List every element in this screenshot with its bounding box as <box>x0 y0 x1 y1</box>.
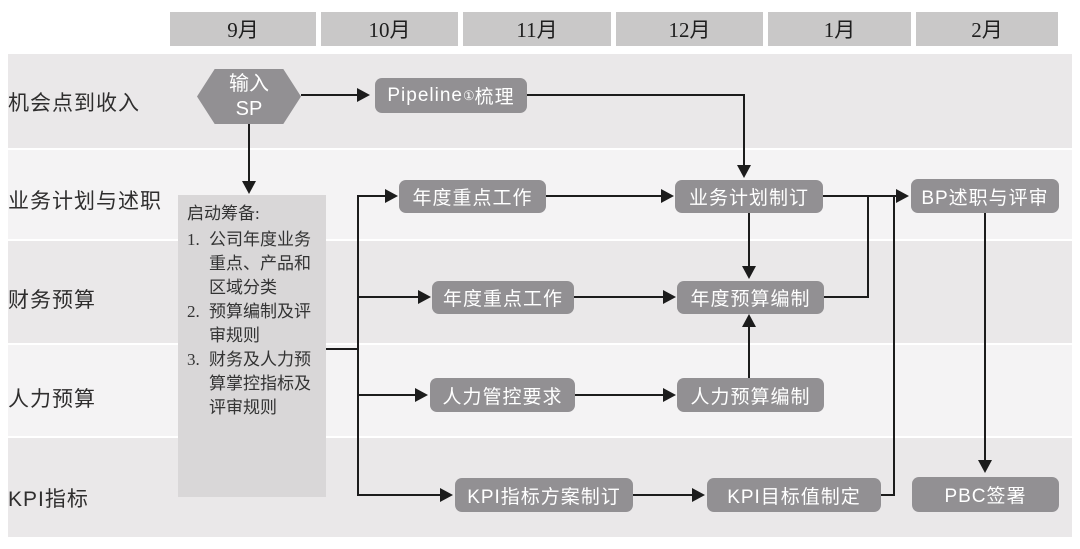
arrowhead <box>742 266 756 279</box>
arrowhead <box>661 189 674 203</box>
node-annual-budget: 年度预算编制 <box>677 281 824 314</box>
connector-keywork-to-budget <box>574 296 664 298</box>
connector-prep-stub <box>326 348 359 350</box>
prep-item-number: 2. <box>187 302 200 321</box>
arrowhead <box>737 165 751 178</box>
node-annual-key-work-bp: 年度重点工作 <box>399 180 546 213</box>
pipeline-text: Pipeline <box>387 84 463 106</box>
node-pbc-sign: PBC签署 <box>912 477 1059 512</box>
input-sp-line1: 输入 <box>229 72 269 95</box>
connector-pipeline-to-businessplan-h <box>527 94 745 96</box>
prep-checklist-box: 启动筹备: 1. 公司年度业务重点、产品和区域分类 2. 预算编制及评审规则 3. 财… <box>178 195 326 497</box>
lane-band-opportunity <box>8 54 1072 148</box>
lane-label-finance-budget: 财务预算 <box>8 289 96 312</box>
month-header-jan: 1月 <box>768 12 911 46</box>
connector-businessplan-to-bpreview <box>823 195 897 197</box>
prep-item-text: 财务及人力预算掌控指标及评审规则 <box>209 350 311 417</box>
lane-label-kpi: KPI指标 <box>8 488 89 511</box>
arrowhead <box>692 488 705 502</box>
prep-item-text: 预算编制及评审规则 <box>209 302 311 345</box>
connector-kpitarget-merge-h <box>881 494 895 496</box>
arrowhead <box>896 189 909 203</box>
node-kpi-target: KPI目标值制定 <box>707 478 881 512</box>
connector-bpreview-to-pbc <box>984 213 986 461</box>
arrowhead <box>440 488 453 502</box>
month-header-sep: 9月 <box>170 12 316 46</box>
connector-kpitarget-merge-v <box>893 196 895 496</box>
month-header-feb: 2月 <box>916 12 1058 46</box>
arrowhead <box>385 189 398 203</box>
node-input-sp: 输入 SP <box>197 69 301 124</box>
connector-pipeline-to-businessplan-v <box>743 94 745 166</box>
arrowhead <box>663 388 676 402</box>
prep-item: 1. 公司年度业务重点、产品和区域分类 <box>187 228 322 300</box>
arrowhead <box>663 290 676 304</box>
connector-branch-row5 <box>357 494 441 496</box>
month-header-oct: 10月 <box>321 12 458 46</box>
node-hr-budget: 人力预算编制 <box>677 378 824 412</box>
input-sp-line2: SP <box>235 97 263 120</box>
connector-businessplan-to-budget <box>748 213 750 267</box>
connector-budget-merge-v <box>867 196 869 298</box>
arrowhead <box>978 460 992 473</box>
node-hr-control: 人力管控要求 <box>430 378 575 412</box>
prep-list: 1. 公司年度业务重点、产品和区域分类 2. 预算编制及评审规则 3. 财务及人力预算… <box>187 228 322 420</box>
connector-hrcontrol-to-hrbudget <box>575 394 664 396</box>
prep-item-number: 1. <box>187 230 200 249</box>
arrowhead <box>357 88 370 102</box>
arrowhead <box>418 290 431 304</box>
month-header-nov: 11月 <box>463 12 611 46</box>
prep-item-number: 3. <box>187 350 200 369</box>
connector-sp-to-prep <box>248 124 250 182</box>
prep-item: 3. 财务及人力预算掌控指标及评审规则 <box>187 348 322 420</box>
pipeline-footnote-mark: ① <box>462 87 475 103</box>
connector-keywork-to-businessplan <box>546 195 662 197</box>
node-business-plan: 业务计划制订 <box>675 180 823 213</box>
prep-item: 2. 预算编制及评审规则 <box>187 300 322 348</box>
month-header-dec: 12月 <box>616 12 763 46</box>
node-kpi-plan: KPI指标方案制订 <box>455 478 633 512</box>
node-annual-key-work-fin: 年度重点工作 <box>432 281 574 314</box>
prep-item-text: 公司年度业务重点、产品和区域分类 <box>209 230 311 297</box>
lane-label-business-plan: 业务计划与述职 <box>8 190 162 213</box>
prep-title: 启动筹备: <box>187 204 260 223</box>
connector-budget-merge-h <box>824 296 869 298</box>
connector-sp-to-pipeline <box>301 94 358 96</box>
lane-label-opportunity: 机会点到收入 <box>8 92 140 115</box>
connector-branch-trunk <box>357 195 359 496</box>
connector-branch-row3 <box>357 296 419 298</box>
arrowhead <box>415 388 428 402</box>
connector-branch-row2 <box>357 195 387 197</box>
connector-branch-row4 <box>357 394 416 396</box>
pipeline-text-suffix: 梳理 <box>474 87 515 108</box>
connector-hrbudget-to-budget <box>748 326 750 378</box>
node-bp-review: BP述职与评审 <box>911 179 1059 213</box>
arrowhead <box>242 181 256 194</box>
lane-label-hr-budget: 人力预算 <box>8 388 96 411</box>
arrowhead <box>742 314 756 327</box>
connector-kpiplan-to-kpitarget <box>633 494 693 496</box>
